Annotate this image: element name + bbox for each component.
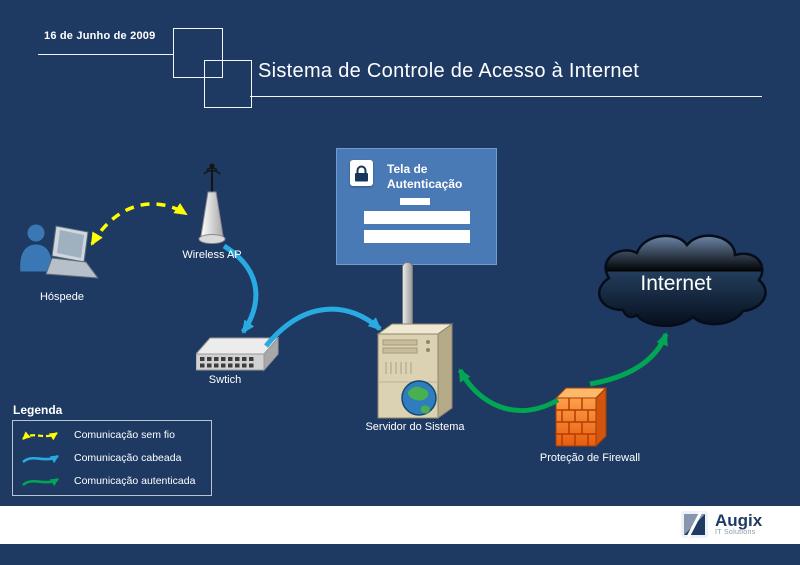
- legend-item-authenticated: Comunicação autenticada: [19, 473, 205, 489]
- auth-title-line1: Tela de: [387, 162, 428, 176]
- wireless-ap-label: Wireless AP: [182, 249, 242, 261]
- auth-link-arrow-firewall-internet: [589, 332, 669, 387]
- legend-box: Comunicação sem fio Comunicação cabeada …: [12, 420, 212, 496]
- server-icon: [376, 323, 454, 419]
- auth-divider-bar: [400, 198, 430, 205]
- wireless-ap-icon: [198, 163, 226, 244]
- firewall-label: Proteção de Firewall: [539, 452, 641, 464]
- auth-screen-title: Tela de Autenticação: [387, 162, 462, 192]
- switch-label: Swtich: [208, 374, 242, 386]
- divider-line-title: [250, 96, 762, 97]
- server-label: Servidor do Sistema: [365, 421, 465, 433]
- brand-subtitle: IT Solutions: [715, 529, 756, 536]
- legend-wired-arrow-icon: [22, 454, 59, 464]
- slide-date: 16 de Junho de 2009: [44, 30, 156, 42]
- switch-icon: [196, 336, 280, 372]
- legend-wireless-arrow-icon: [22, 431, 58, 441]
- augix-logo-text: Augix IT Solutions: [715, 511, 763, 536]
- internet-cloud-icon: Internet: [598, 234, 767, 328]
- augix-logo-icon: [681, 511, 708, 538]
- legend-wireless-label: Comunicação sem fio: [74, 429, 175, 442]
- guest-label: Hóspede: [39, 291, 85, 303]
- auth-screen-panel: Tela de Autenticação: [336, 148, 497, 265]
- divider-line-left: [38, 54, 174, 55]
- augix-logo: Augix IT Solutions: [681, 511, 762, 538]
- legend-item-wireless: Comunicação sem fio: [19, 427, 205, 443]
- wired-link-arrow-switch-server: [264, 306, 382, 348]
- slide-title: Sistema de Controle de Acesso à Internet: [258, 60, 640, 82]
- auth-input-field-1: [364, 211, 470, 224]
- auth-title-line2: Autenticação: [387, 177, 463, 191]
- legend-authenticated-label: Comunicação autenticada: [74, 474, 196, 487]
- legend-item-wired: Comunicação cabeada: [19, 450, 205, 466]
- decorative-square-1: [173, 28, 223, 78]
- guest-laptop-icon: [19, 223, 100, 279]
- firewall-icon: [554, 386, 608, 448]
- decorative-square-2: [204, 60, 252, 108]
- lock-icon: [350, 160, 373, 186]
- brand-name: Augix: [715, 511, 763, 530]
- legend-wired-label: Comunicação cabeada: [74, 451, 182, 464]
- auth-input-field-2: [364, 230, 470, 243]
- globe-icon: [401, 380, 437, 416]
- legend-authenticated-arrow-icon: [22, 477, 59, 486]
- footer-bar: Augix IT Solutions: [0, 506, 800, 544]
- wireless-link-arrow: [90, 202, 188, 246]
- auth-link-arrow-firewall-server: [457, 368, 560, 413]
- internet-label: Internet: [640, 272, 711, 295]
- legend-title: Legenda: [13, 403, 63, 417]
